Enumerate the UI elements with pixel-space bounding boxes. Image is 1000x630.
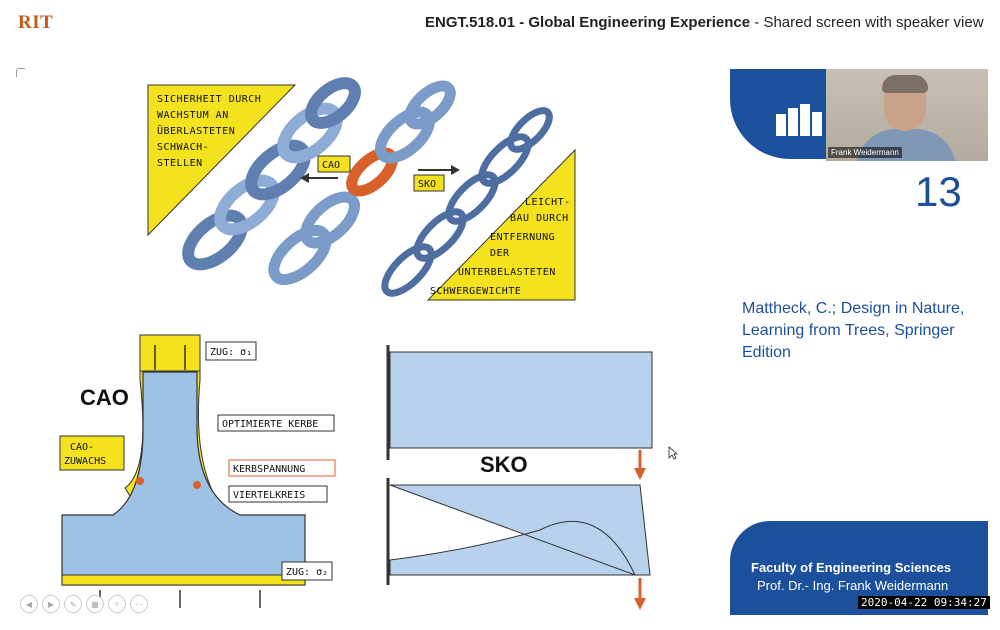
sko-title: SKO	[480, 452, 528, 477]
right-note-line-2: BAU DURCH	[510, 213, 569, 224]
sko-solid-beam	[389, 351, 653, 449]
sko-top-load-arrow	[634, 468, 646, 480]
cao-arrow-label: CAO	[322, 160, 340, 171]
cao-bottom-yellow-strip	[61, 574, 306, 586]
sko-optimized-beam	[389, 484, 651, 576]
speaker-hair	[882, 75, 928, 93]
reference-text: Mattheck, C.; Design in Nature, Learning…	[742, 300, 965, 361]
viertelkreis-box	[228, 485, 328, 503]
cao-title: CAO	[80, 385, 129, 410]
cao-blue-body	[61, 371, 306, 586]
top-bar: RIT ENGT.518.01 - Global Engineering Exp…	[0, 0, 1000, 46]
sko-arrow-label: SKO	[418, 179, 436, 190]
cao-arrow-label-box	[317, 155, 351, 173]
left-note-line-3: ÜBERLASTETEN	[157, 124, 235, 137]
thick-chain	[182, 77, 361, 271]
slide-nav-controls: ◀ ▶ ✎ ▦ ⌕ ⋯	[20, 595, 148, 613]
slide-corner-mark	[16, 68, 25, 77]
left-note-line-4: SCHWACH-	[157, 142, 209, 153]
zug-bottom-box	[281, 561, 333, 581]
right-notch-marker	[193, 481, 201, 489]
course-title: ENGT.518.01 - Global Engineering Experie…	[425, 14, 751, 31]
right-note-line-5: UNTERBELASTETEN	[458, 267, 556, 278]
next-slide-button[interactable]: ▶	[42, 595, 60, 613]
sko-bottom-load-arrow	[634, 598, 646, 610]
right-note-line-3: ENTFERNUNG	[490, 232, 555, 243]
professor-name: Prof. Dr.- Ing. Frank Weidermann	[757, 578, 949, 593]
middle-chain	[268, 80, 456, 285]
zug-top-label: ZUG: σ₁	[210, 347, 252, 358]
cao-top-yellow-cap	[139, 334, 201, 372]
right-note-line-6: SCHWERGEWICHTE	[430, 286, 521, 297]
slide-number: 13	[915, 168, 962, 215]
zug-top-box	[205, 341, 257, 361]
optimierte-kerbe-label: OPTIMIERTE KERBE	[222, 419, 318, 430]
right-yellow-triangle	[426, 148, 576, 301]
left-note-line-1: SICHERHEIT DURCH	[157, 94, 261, 105]
viertelkreis-label: VIERTELKREIS	[233, 490, 305, 501]
university-logo-icon	[776, 104, 822, 136]
cao-zuwachs-line-2: ZUWACHS	[64, 456, 106, 467]
left-note-line-5: STELLEN	[157, 158, 203, 169]
thin-chain	[381, 107, 553, 297]
right-note-line-1: LEICHT-	[525, 197, 571, 208]
pen-tool-button[interactable]: ✎	[64, 595, 82, 613]
cao-zuwachs-line-1: CAO-	[70, 442, 94, 453]
optimierte-kerbe-box	[217, 414, 335, 432]
kerbspannung-label: KERBSPANNUNG	[233, 464, 305, 475]
faculty-name: Faculty of Engineering Sciences	[751, 560, 952, 575]
prev-slide-button[interactable]: ◀	[20, 595, 38, 613]
cao-arrowhead	[300, 173, 309, 183]
more-options-button[interactable]: ⋯	[130, 595, 148, 613]
sko-arrowhead	[451, 165, 460, 175]
view-mode-label: - Shared screen with speaker view	[750, 14, 984, 31]
right-note-line-4: DER	[490, 248, 510, 259]
sko-arrow-label-box	[413, 174, 445, 192]
zoom-button[interactable]: ⌕	[108, 595, 126, 613]
left-note-line-2: WACHSTUM AN	[157, 110, 229, 121]
timestamp: 2020-04-22 09:34:27	[858, 596, 990, 609]
speaker-video[interactable]: Frank Weidermann	[826, 69, 988, 161]
left-yellow-triangle	[147, 84, 297, 237]
meeting-title: ENGT.518.01 - Global Engineering Experie…	[425, 14, 984, 31]
mouse-cursor-icon	[668, 446, 678, 460]
zug-bottom-label: ZUG: σ₂	[286, 567, 328, 578]
kerbspannung-box	[228, 459, 336, 477]
speaker-name-label: Frank Weidermann	[828, 147, 902, 158]
left-notch-marker	[136, 477, 144, 485]
cao-zuwachs-box	[59, 435, 125, 471]
rit-logo: RIT	[18, 12, 54, 33]
grid-view-button[interactable]: ▦	[86, 595, 104, 613]
